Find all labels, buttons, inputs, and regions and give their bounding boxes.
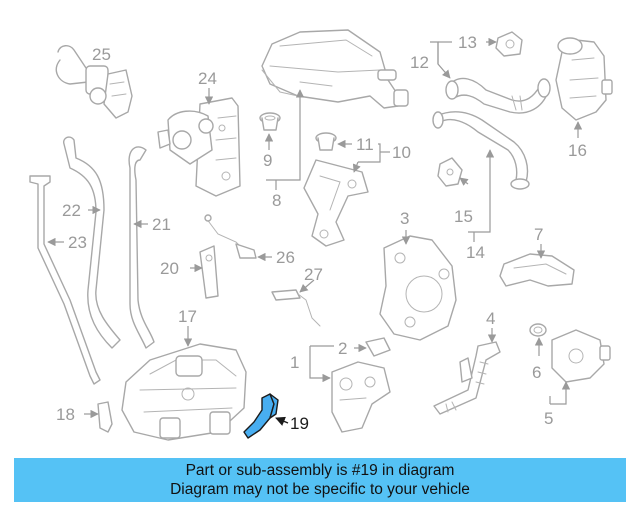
callout-7: 7	[534, 225, 543, 244]
parts-diagram: 25 24 9 8 11	[29, 29, 613, 441]
part-2-sensor	[365, 337, 391, 357]
callout-18: 18	[56, 405, 75, 424]
callout-25: 25	[92, 45, 111, 64]
callout-10: 10	[392, 143, 411, 162]
callout-12: 12	[410, 53, 429, 72]
part-26-sensor	[204, 214, 257, 259]
callout-21: 21	[152, 215, 171, 234]
callout-17: 17	[178, 307, 197, 326]
part-5-valve	[551, 329, 611, 383]
callout-27: 27	[304, 265, 323, 284]
banner-line-2: Diagram may not be specific to your vehi…	[170, 481, 470, 498]
part-15-clip	[437, 157, 463, 187]
callout-1: 1	[290, 353, 299, 372]
info-banner: Part or sub-assembly is #19 in diagram D…	[14, 458, 626, 502]
callout-24: 24	[198, 69, 217, 88]
part-24-purge-valve	[157, 97, 241, 197]
part-16-intake-elbow	[555, 37, 613, 121]
callout-14: 14	[466, 243, 485, 262]
part-8-reservoir	[261, 29, 409, 109]
callout-4: 4	[486, 309, 495, 328]
part-12-hose	[445, 77, 551, 114]
callout-2: 2	[338, 339, 347, 358]
callout-15: 15	[454, 207, 473, 226]
callout-22: 22	[62, 201, 81, 220]
part-3-plate	[379, 235, 457, 341]
part-17-canister	[121, 343, 247, 441]
part-11-grommet	[315, 132, 337, 151]
callout-3: 3	[400, 209, 409, 228]
callout-9: 9	[263, 151, 272, 170]
part-13-connector	[495, 31, 523, 57]
part-4-hose	[433, 341, 501, 415]
part-1-valve	[331, 361, 391, 433]
part-21-hose	[128, 146, 155, 349]
part-10-bracket	[303, 159, 369, 247]
callout-19: 19	[290, 414, 309, 433]
banner-line-1: Part or sub-assembly is #19 in diagram	[185, 462, 455, 479]
part-7-bracket	[499, 253, 575, 287]
callout-5: 5	[544, 409, 553, 428]
part-25-valve	[55, 45, 133, 119]
part-18-clip	[97, 401, 113, 433]
part-19-bracket-highlighted	[243, 393, 279, 439]
part-20-bracket	[199, 245, 219, 299]
part-27-sensor	[271, 289, 321, 327]
callout-13: 13	[458, 33, 477, 52]
part-14-hose	[432, 111, 530, 190]
callout-26: 26	[276, 248, 295, 267]
callout-20: 20	[160, 259, 179, 278]
part-6-oring	[529, 323, 547, 337]
callout-16: 16	[568, 141, 587, 160]
callout-6: 6	[532, 363, 541, 382]
callout-23: 23	[68, 233, 87, 252]
callout-8: 8	[272, 191, 281, 210]
part-23-line	[29, 175, 101, 385]
part-9-grommet	[259, 112, 281, 131]
callout-11: 11	[356, 135, 374, 154]
